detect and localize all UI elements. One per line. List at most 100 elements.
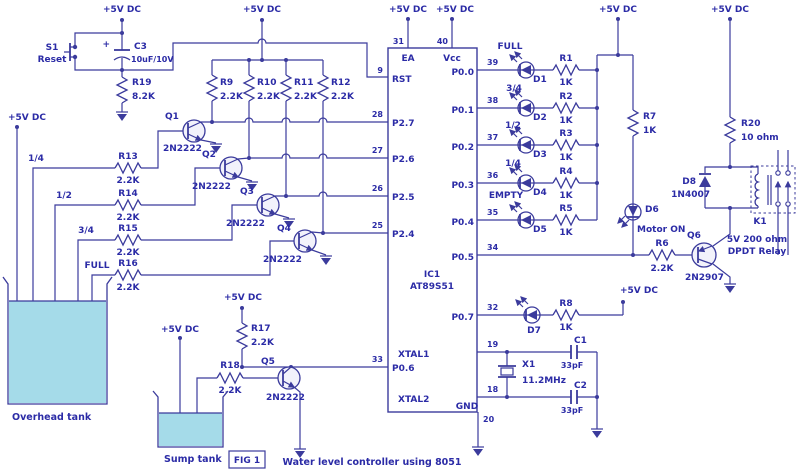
vcc-label: +5V DC xyxy=(436,5,474,15)
c1-value: 33pF xyxy=(561,361,583,370)
pin-num-25: 25 xyxy=(372,221,384,230)
ground-icon xyxy=(724,283,736,293)
pin-num-39: 39 xyxy=(487,58,499,67)
resistor-r18: R18 2.2K xyxy=(216,361,244,396)
c3-value: 10uF/10V xyxy=(131,55,174,64)
r9-value: 2.2K xyxy=(220,92,244,102)
pin-num-40: 40 xyxy=(437,37,449,46)
led-d7: D7 xyxy=(515,296,541,336)
r11-value: 2.2K xyxy=(294,92,318,102)
d3-ref: D3 xyxy=(533,150,547,160)
resistor-r20: R20 10 ohm xyxy=(723,116,779,144)
transistor-q4: Q4 2N2222 xyxy=(263,224,317,265)
pin-name-p07: P0.7 xyxy=(451,313,474,323)
resistor-r11: R11 2.2K xyxy=(279,74,318,102)
led-level-empty: EMPTY xyxy=(489,191,524,201)
r13-ref: R13 xyxy=(118,152,137,162)
r4-value: 1K xyxy=(559,191,573,201)
r11-ref: R11 xyxy=(294,78,313,88)
ground-icon xyxy=(283,218,295,228)
capacitor-c1: C1 33pF xyxy=(561,336,587,370)
q6-part: 2N2907 xyxy=(685,273,724,283)
q1-part: 2N2222 xyxy=(163,144,202,154)
ic1-at89s51: IC1 AT89S51 31 EA 40 Vcc 9 RST 28 P2.7 2… xyxy=(372,37,499,424)
vcc-label: +5V DC xyxy=(389,5,427,15)
pin-name-p06: P0.6 xyxy=(392,364,415,374)
r15-ref: R15 xyxy=(118,224,137,234)
r6-value: 2.2K xyxy=(651,264,675,274)
x1-ref: X1 xyxy=(522,360,535,370)
pin-num-27: 27 xyxy=(372,146,383,155)
resistor-r4: R4 1K xyxy=(552,167,580,201)
probe-level-quarter: 1/4 xyxy=(28,154,44,164)
ground-icon xyxy=(472,446,484,456)
transistor-q2: Q2 2N2222 xyxy=(192,150,243,192)
diode-d8: D8 1N4007 xyxy=(671,173,711,200)
ic1-part: AT89S51 xyxy=(410,282,454,292)
vcc-label: +5V DC xyxy=(224,293,262,303)
r20-value: 10 ohm xyxy=(741,133,779,143)
pin-name-p04: P0.4 xyxy=(451,218,474,228)
pin-name-vcc: Vcc xyxy=(443,54,461,64)
s1-label: Reset xyxy=(38,55,67,65)
resistor-r1: R1 1K xyxy=(552,54,580,88)
pin-num-26: 26 xyxy=(372,184,384,193)
led-d1: D1 FULL xyxy=(498,42,547,85)
led-d5: D5 EMPTY xyxy=(489,191,547,235)
x1-value: 11.2MHz xyxy=(522,376,566,386)
pin-num-32: 32 xyxy=(487,303,498,312)
resistor-r16: R16 2.2K xyxy=(114,259,142,293)
r12-ref: R12 xyxy=(331,78,350,88)
pin-num-38: 38 xyxy=(487,96,499,105)
c1-ref: C1 xyxy=(574,336,587,346)
r19-value: 8.2K xyxy=(132,92,156,102)
vcc-label: +5V DC xyxy=(711,5,749,15)
q2-part: 2N2222 xyxy=(192,182,231,192)
c2-value: 33pF xyxy=(561,406,583,415)
c3-polarity: + xyxy=(102,40,110,50)
vcc-label: +5V DC xyxy=(161,325,199,335)
d2-ref: D2 xyxy=(533,113,547,123)
vcc-label: +5V DC xyxy=(243,5,281,15)
r6-ref: R6 xyxy=(655,239,668,249)
s1-ref: S1 xyxy=(46,43,59,53)
resistor-r13: R13 2.2K xyxy=(114,152,142,186)
led-d6: D6 Motor ON xyxy=(617,203,685,235)
r13-value: 2.2K xyxy=(117,176,141,186)
transistor-q5: Q5 2N2222 xyxy=(261,357,305,403)
r3-value: 1K xyxy=(559,153,573,163)
led-level-14: 1/4 xyxy=(505,159,521,169)
resistor-r12: R12 2.2K xyxy=(316,74,355,102)
pin-num-20: 20 xyxy=(483,415,495,424)
r14-ref: R14 xyxy=(118,189,137,199)
q5-ref: Q5 xyxy=(261,357,275,367)
transistor-q3: Q3 2N2222 xyxy=(226,187,280,229)
pin-name-ea: EA xyxy=(401,54,414,64)
ground-icon xyxy=(591,428,603,438)
pin-name-p24: P2.4 xyxy=(392,230,415,240)
ground-icon xyxy=(294,448,306,458)
r2-ref: R2 xyxy=(559,92,572,102)
ground-icon xyxy=(320,255,332,265)
pin-name-p03: P0.3 xyxy=(451,181,474,191)
transistor-q1: Q1 2N2222 xyxy=(163,112,206,154)
led-level-12: 1/2 xyxy=(505,121,521,131)
probe-level-full: FULL xyxy=(85,261,110,271)
pin-name-p05: P0.5 xyxy=(451,253,474,263)
resistor-r19: R19 8.2K xyxy=(115,76,156,104)
probe-level-threequarter: 3/4 xyxy=(78,226,94,236)
d5-ref: D5 xyxy=(533,225,547,235)
pin-name-p27: P2.7 xyxy=(392,119,415,129)
resistor-r9: R9 2.2K xyxy=(205,74,244,102)
r5-ref: R5 xyxy=(559,204,572,214)
r4-ref: R4 xyxy=(559,167,572,177)
resistor-r7: R7 1K xyxy=(626,109,657,137)
r1-value: 1K xyxy=(559,78,573,88)
led-d3: D3 1/2 xyxy=(505,121,547,160)
resistor-r15: R15 2.2K xyxy=(114,224,142,258)
c3-ref: C3 xyxy=(134,42,147,52)
schematic-title: Water level controller using 8051 xyxy=(282,457,461,468)
vcc-label: +5V DC xyxy=(599,5,637,15)
pin-name-p25: P2.5 xyxy=(392,193,415,203)
